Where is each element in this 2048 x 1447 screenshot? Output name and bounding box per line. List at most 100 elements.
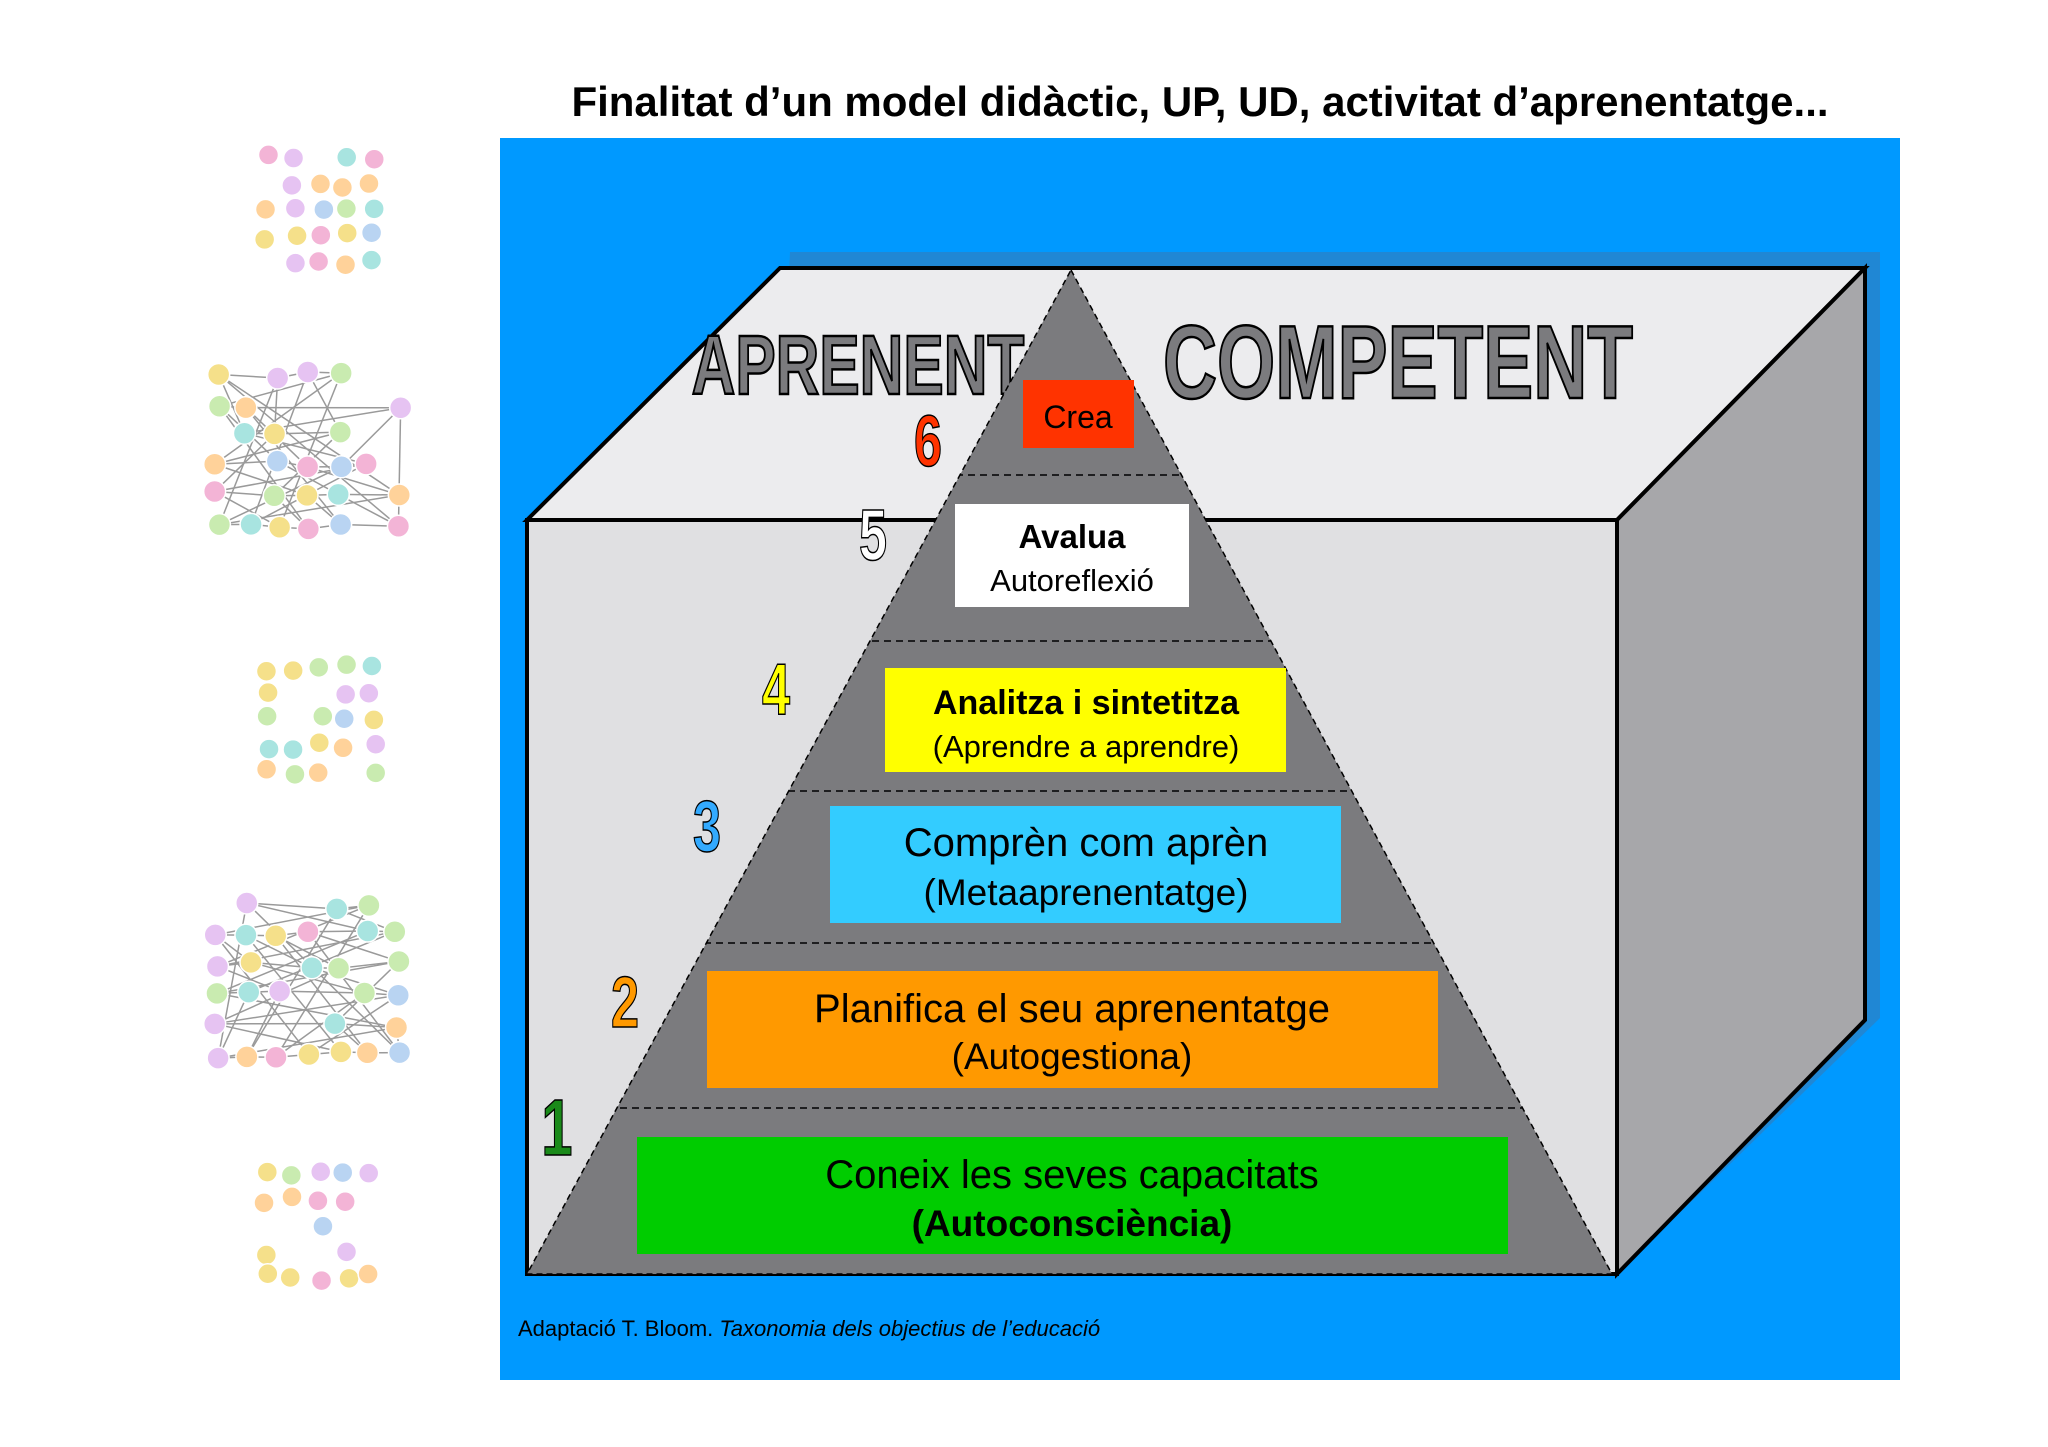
connection-line [307, 931, 400, 963]
connection-line [278, 372, 342, 528]
person-icon [296, 919, 320, 944]
person-icon [388, 395, 413, 420]
person-icon [206, 362, 231, 387]
person-icon [360, 221, 383, 244]
person-icon [205, 954, 230, 979]
level-2-number: 2 [611, 963, 639, 1043]
people-cluster-icon [253, 144, 386, 276]
person-icon [284, 252, 307, 274]
person-icon [355, 1041, 380, 1065]
person-icon [284, 763, 306, 786]
person-icon [338, 1267, 360, 1290]
person-icon [280, 1164, 303, 1187]
person-icon [207, 512, 232, 537]
connection-line [245, 407, 342, 525]
person-icon [255, 1244, 278, 1266]
person-icon [309, 1161, 332, 1183]
level-4-title: Analitza i sintetitza [933, 684, 1240, 722]
connection-line [246, 908, 338, 1058]
person-icon [335, 1241, 358, 1263]
person-icon [308, 656, 330, 679]
person-icon [357, 1162, 380, 1184]
person-icon [282, 738, 304, 761]
person-icon [202, 479, 227, 504]
person-icon [313, 198, 335, 221]
person-icon [255, 660, 278, 683]
level-3: Comprèn com aprèn (Metaaprenentatge) 3 [692, 787, 1341, 923]
person-icon [279, 1266, 301, 1289]
person-icon [205, 981, 229, 1006]
person-icon [267, 979, 292, 1003]
connection-line [246, 902, 337, 910]
person-icon [310, 224, 332, 246]
person-icon [357, 893, 381, 918]
person-icon [264, 1045, 288, 1070]
people-network-icon [202, 360, 413, 541]
person-icon [235, 891, 259, 915]
connection-line [218, 377, 279, 525]
person-icon [363, 709, 385, 731]
connection-line [217, 991, 250, 1059]
level-4: Analitza i sintetitza (Aprendre a aprend… [761, 650, 1286, 772]
person-icon [307, 1190, 329, 1212]
level-6: Crea 6 [913, 380, 1134, 483]
person-icon [387, 483, 412, 507]
person-icon [262, 422, 287, 446]
person-icon [307, 250, 330, 273]
level-1-box [637, 1137, 1508, 1254]
person-icon [202, 452, 227, 476]
level-3-number: 3 [693, 787, 721, 867]
people-cluster-icon [255, 653, 387, 786]
person-icon [262, 484, 286, 508]
page-title: Finalitat d’un model didàctic, UP, UD, a… [571, 78, 1829, 125]
person-icon [334, 1190, 356, 1213]
level-1-number: 1 [541, 1082, 572, 1172]
person-icon [364, 762, 387, 784]
level-5-subtitle: Autoreflexió [990, 563, 1154, 598]
person-icon [281, 174, 303, 197]
footer-prefix: Adaptació T. Bloom. [518, 1316, 720, 1341]
connection-line [275, 935, 368, 1054]
footer-credit: Adaptació T. Bloom. Taxonomia dels objec… [518, 1316, 1100, 1342]
person-icon [234, 395, 258, 420]
level-1: Coneix les seves capacitats (Autoconsciè… [541, 1081, 1508, 1254]
person-icon [363, 148, 386, 171]
person-icon [281, 1186, 303, 1208]
person-icon [232, 421, 257, 445]
connection-line [245, 934, 313, 969]
person-icon [235, 1045, 259, 1069]
box-side-face [1615, 263, 1867, 1279]
person-icon [383, 919, 407, 944]
level-6-number: 6 [914, 402, 942, 482]
person-icon [358, 682, 380, 704]
person-icon [207, 394, 232, 419]
person-icon [258, 738, 280, 760]
person-icon [265, 449, 290, 473]
person-icon [361, 655, 383, 677]
person-icon [253, 1192, 275, 1214]
level-3-subtitle: (Metaaprenentatge) [924, 872, 1249, 913]
person-icon [386, 514, 411, 538]
connection-line [214, 372, 342, 465]
person-icon [267, 515, 292, 540]
person-icon [309, 173, 332, 195]
person-icon [312, 705, 334, 727]
person-icon [336, 222, 358, 244]
person-icon [384, 1015, 409, 1040]
person-icon [253, 228, 276, 251]
person-icon [333, 708, 355, 730]
person-icon [352, 981, 377, 1005]
level-2-box [707, 971, 1438, 1088]
connection-line [397, 407, 402, 527]
person-icon [284, 197, 307, 219]
person-icon [202, 1012, 227, 1036]
person-icon [312, 1215, 334, 1237]
level-4-number: 4 [762, 650, 790, 730]
person-icon [329, 454, 354, 479]
person-icon [257, 144, 280, 166]
person-icon [265, 366, 290, 390]
footer-italic: Taxonomia dels objectius de l’educació [719, 1316, 1101, 1341]
person-icon [332, 737, 354, 759]
person-icon [335, 146, 358, 169]
